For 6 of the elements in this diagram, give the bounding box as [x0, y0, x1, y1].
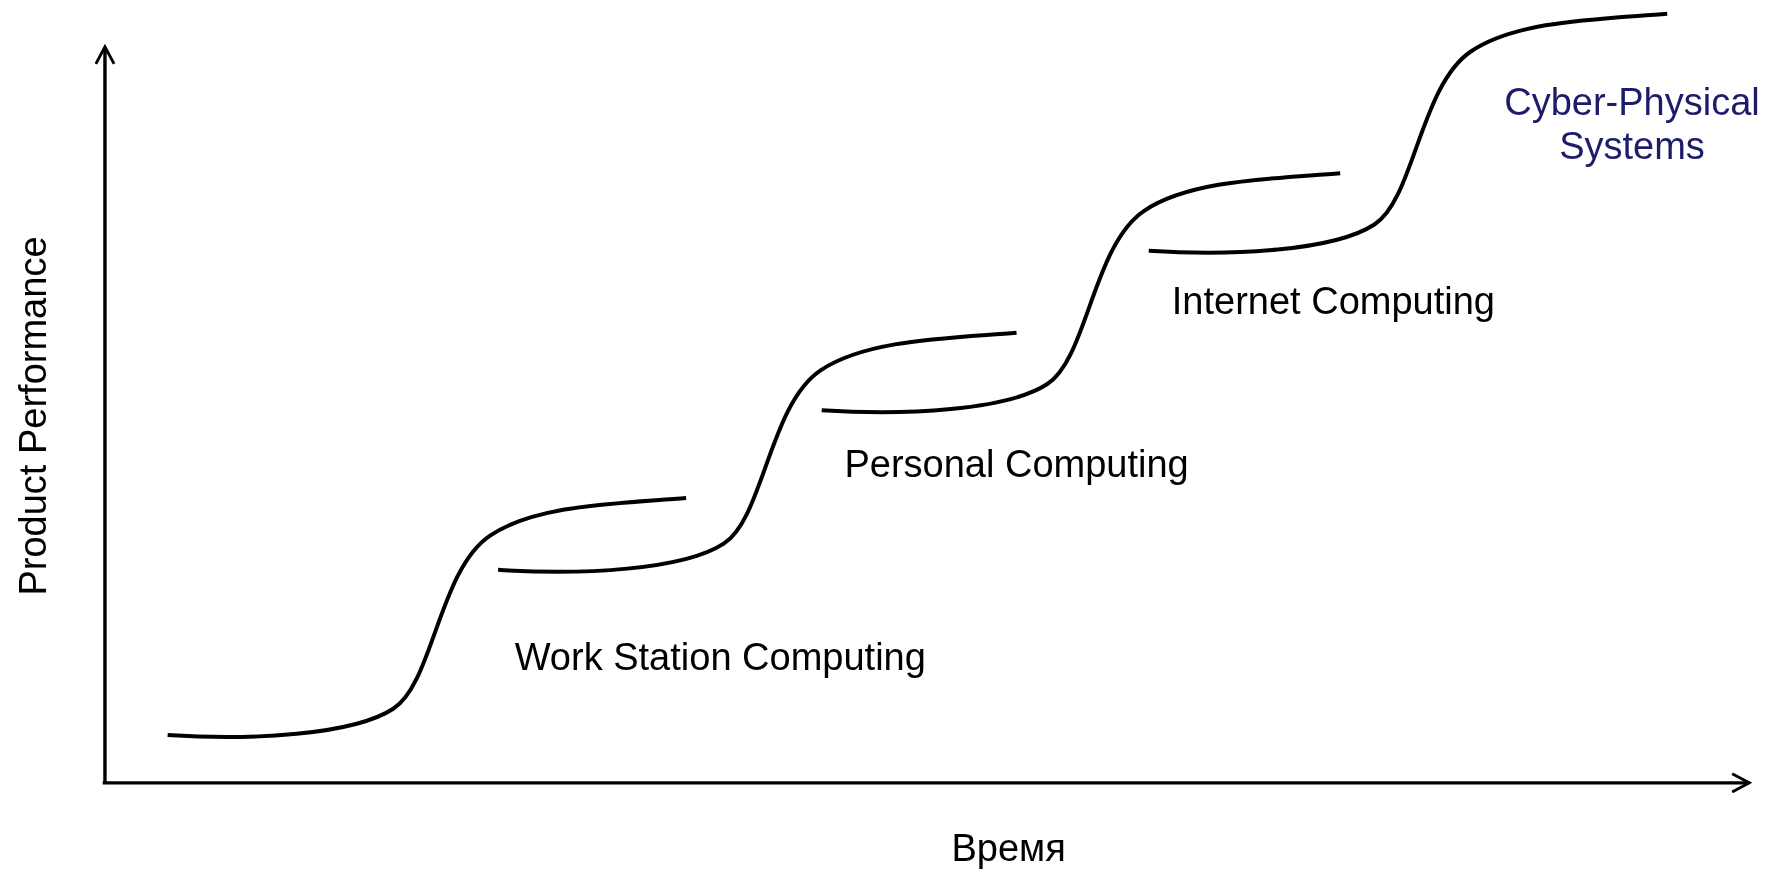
era-label: Cyber-Physical Systems — [1503, 81, 1761, 170]
axis-title: Время — [951, 827, 1066, 871]
era-label: Internet Computing — [1171, 280, 1495, 324]
era-label: Personal Computing — [844, 443, 1189, 487]
era-label: Work Station Computing — [514, 635, 926, 680]
axis-title: Product Performance — [12, 236, 56, 596]
